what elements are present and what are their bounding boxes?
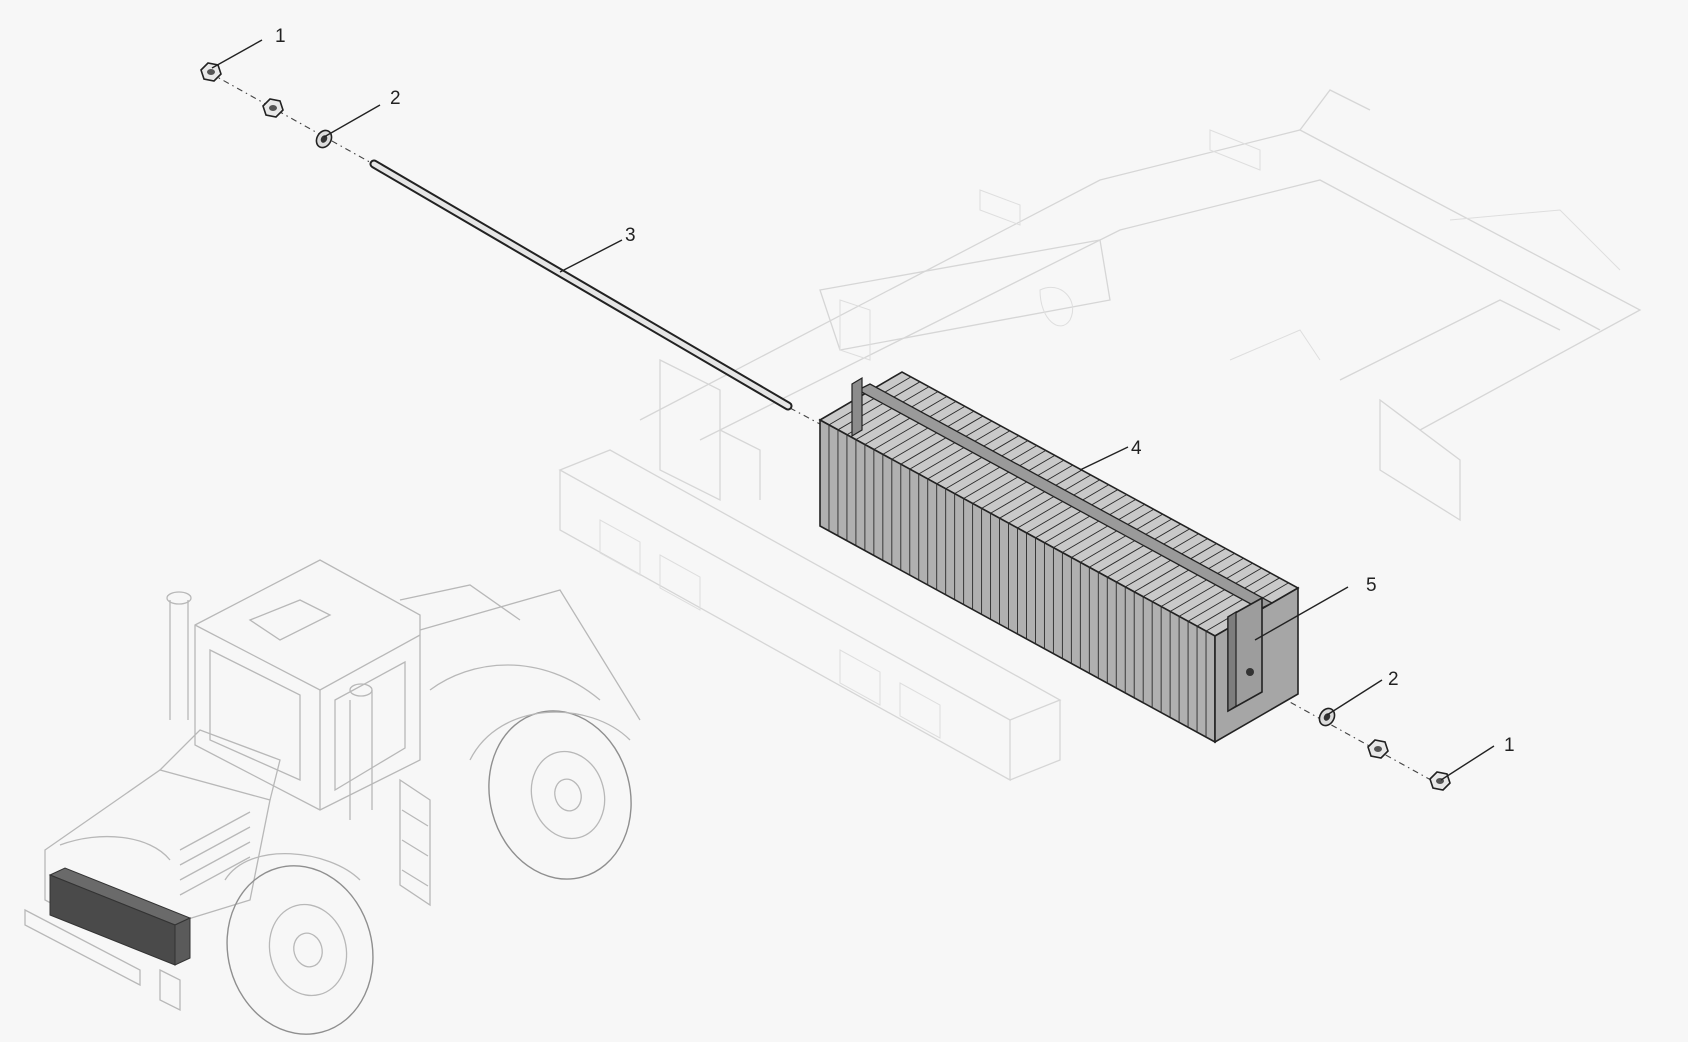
- callout-weight-stack: 4: [1131, 438, 1142, 459]
- nut-top-1: [200, 62, 222, 82]
- washer-top: [315, 129, 333, 149]
- washer-bottom: [1318, 707, 1336, 727]
- weight-stack: [818, 371, 1300, 744]
- end-bracket: [1227, 596, 1263, 713]
- callout-washer-top: 2: [390, 88, 401, 109]
- callout-labels: 1 2 3 4 5 2 1: [275, 26, 1515, 756]
- callout-washer-bottom: 2: [1388, 669, 1399, 690]
- threaded-rod: [369, 159, 793, 411]
- ghost-frame: [558, 89, 1642, 782]
- nut-top-2: [262, 98, 284, 118]
- callout-nut-top: 1: [275, 26, 286, 47]
- callout-nut-bottom: 1: [1504, 735, 1515, 756]
- nut-bottom-1: [1429, 771, 1451, 791]
- leader-lines: [211, 39, 1495, 781]
- bracket-hole: [1246, 668, 1254, 676]
- callout-rod: 3: [625, 225, 636, 246]
- callout-bracket: 5: [1366, 575, 1377, 596]
- nut-bottom-2: [1367, 739, 1389, 759]
- tractor-thumbnail: [24, 559, 641, 1035]
